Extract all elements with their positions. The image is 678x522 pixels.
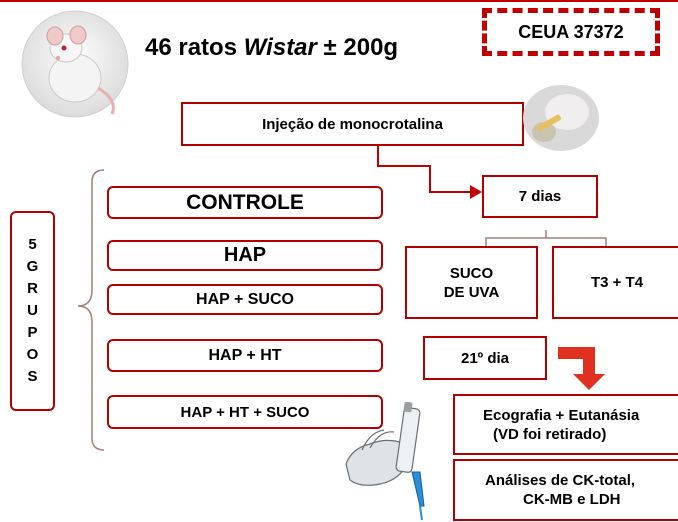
- day-7-label: 7 dias: [518, 188, 562, 205]
- day-7-box: 7 dias: [482, 175, 598, 218]
- groups-label-char: S: [27, 368, 38, 385]
- groups-label-char: U: [27, 302, 38, 319]
- bent-arrow: [558, 347, 605, 390]
- group-hap-suco: HAP + SUCO: [107, 284, 383, 315]
- suco-line-1: SUCO: [449, 264, 494, 282]
- group-hap: HAP: [107, 240, 383, 271]
- injection-label: Injeção de monocrotalina: [262, 115, 443, 133]
- analises-line-1: Análises de CK-total,: [485, 472, 636, 489]
- groups-label-char: G: [26, 258, 39, 275]
- group-controle: CONTROLE: [107, 186, 383, 219]
- groups-label-char: R: [27, 280, 38, 297]
- group-hap-ht: HAP + HT: [107, 339, 383, 372]
- suco-de-uva-box: SUCO DE UVA: [405, 246, 538, 319]
- group-label: CONTROLE: [186, 190, 304, 214]
- ecografia-box: Ecografia + Eutanásia (VD foi retirado): [453, 394, 678, 455]
- group-label: HAP: [223, 244, 267, 266]
- arrow-to-7-dias: [470, 185, 482, 199]
- injection-box: Injeção de monocrotalina: [181, 102, 524, 146]
- group-label: HAP + HT: [208, 346, 282, 364]
- split-bracket: [485, 230, 607, 246]
- analises-box: Análises de CK-total, CK-MB e LDH: [453, 459, 678, 521]
- pipette-illustration: [345, 402, 425, 521]
- ceua-badge: CEUA 37372: [482, 8, 660, 56]
- group-label: HAP + HT + SUCO: [180, 403, 310, 421]
- day-21-box: 21º dia: [423, 336, 547, 380]
- groups-bracket: [77, 169, 105, 451]
- ecografia-line-2: (VD foi retirado): [493, 425, 607, 443]
- suco-line-2: DE UVA: [443, 283, 500, 301]
- title-weight: ± 200g: [323, 34, 399, 61]
- day-21-label: 21º dia: [460, 349, 509, 367]
- groups-label-char: O: [26, 346, 39, 363]
- top-rule: [0, 0, 678, 2]
- title-strain: Wistar: [243, 34, 317, 61]
- title-count: 46 ratos: [145, 34, 238, 61]
- group-label: HAP + SUCO: [196, 290, 294, 308]
- rat-illustration: [21, 10, 129, 118]
- injection-photo: [523, 85, 599, 151]
- ceua-label: CEUA 37372: [518, 21, 624, 42]
- groups-vertical-label: 5 G R U P O S: [10, 211, 55, 411]
- ecografia-line-1: Ecografia + Eutanásia: [483, 406, 640, 424]
- t3-t4-label: T3 + T4: [590, 274, 644, 291]
- t3-t4-box: T3 + T4: [552, 246, 678, 319]
- groups-label-char: 5: [28, 236, 37, 253]
- groups-label-char: P: [27, 324, 38, 341]
- analises-line-2: CK-MB e LDH: [523, 491, 621, 508]
- title: 46 ratos Wistar ± 200g: [145, 34, 398, 62]
- group-hap-ht-suco: HAP + HT + SUCO: [107, 395, 383, 429]
